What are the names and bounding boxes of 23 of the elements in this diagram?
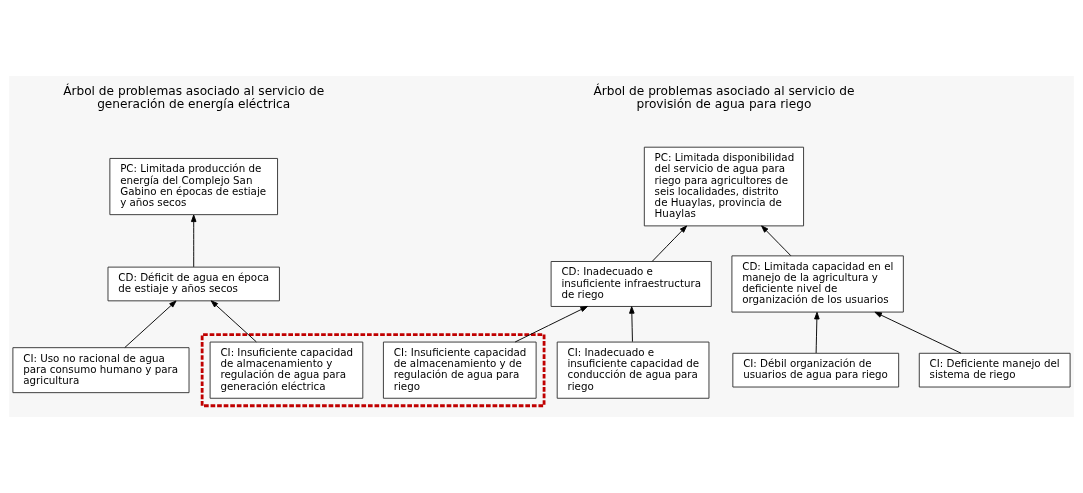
label: Árbol de problemas asociado al servicio de provisión de agua para riego xyxy=(593,84,855,112)
arrow xyxy=(210,300,257,343)
arrow xyxy=(629,306,635,343)
arrow xyxy=(514,306,588,343)
node-box: CI: Deficiente manejo del sistema de riego xyxy=(918,352,1071,388)
node-box: CI: Insuficiente capacidad de almacenamiento y regulación de agua para generación eléctrica xyxy=(209,341,364,399)
arrow xyxy=(651,225,688,262)
node-box: CI: Inadecuado e insuficiente capacidad de conducción de agua para riego xyxy=(556,341,710,399)
node-box: CI: Uso no racional de agua para consumo humano y para agricultura xyxy=(12,347,190,394)
node-box: CD: Limitada capacidad en el manejo de la agricultura y deficiente nivel de organización de los usuarios xyxy=(731,255,904,313)
arrow xyxy=(874,311,962,354)
node-box: PC: Limitada producción de energía del Complejo San Gabino en épocas de estiaje y años secos xyxy=(109,157,279,216)
arrow xyxy=(761,225,792,257)
cluster xyxy=(200,333,546,408)
node-box: CI: Débil organización de usuarios de agua para riego xyxy=(732,352,900,388)
arrow xyxy=(814,311,820,354)
arrow xyxy=(124,300,177,348)
node-box: CD: Inadecuado e insuficiente infraestructura de riego xyxy=(550,261,712,307)
node-box: PC: Limitada disponibilidad del servicio de agua para riego para agricultores de seis localidades, distrito de Huaylas, provincia de Huaylas xyxy=(643,146,805,227)
node-box: CI: Insuficiente capacidad de almacenamiento y de regulación de agua para riego xyxy=(382,341,537,399)
arrow xyxy=(190,214,197,268)
label: Árbol de problemas asociado al servicio de generación de energía eléctrica xyxy=(63,84,325,112)
node-box: CD: Déficit de agua en época de estiaje y años secos xyxy=(107,266,280,302)
